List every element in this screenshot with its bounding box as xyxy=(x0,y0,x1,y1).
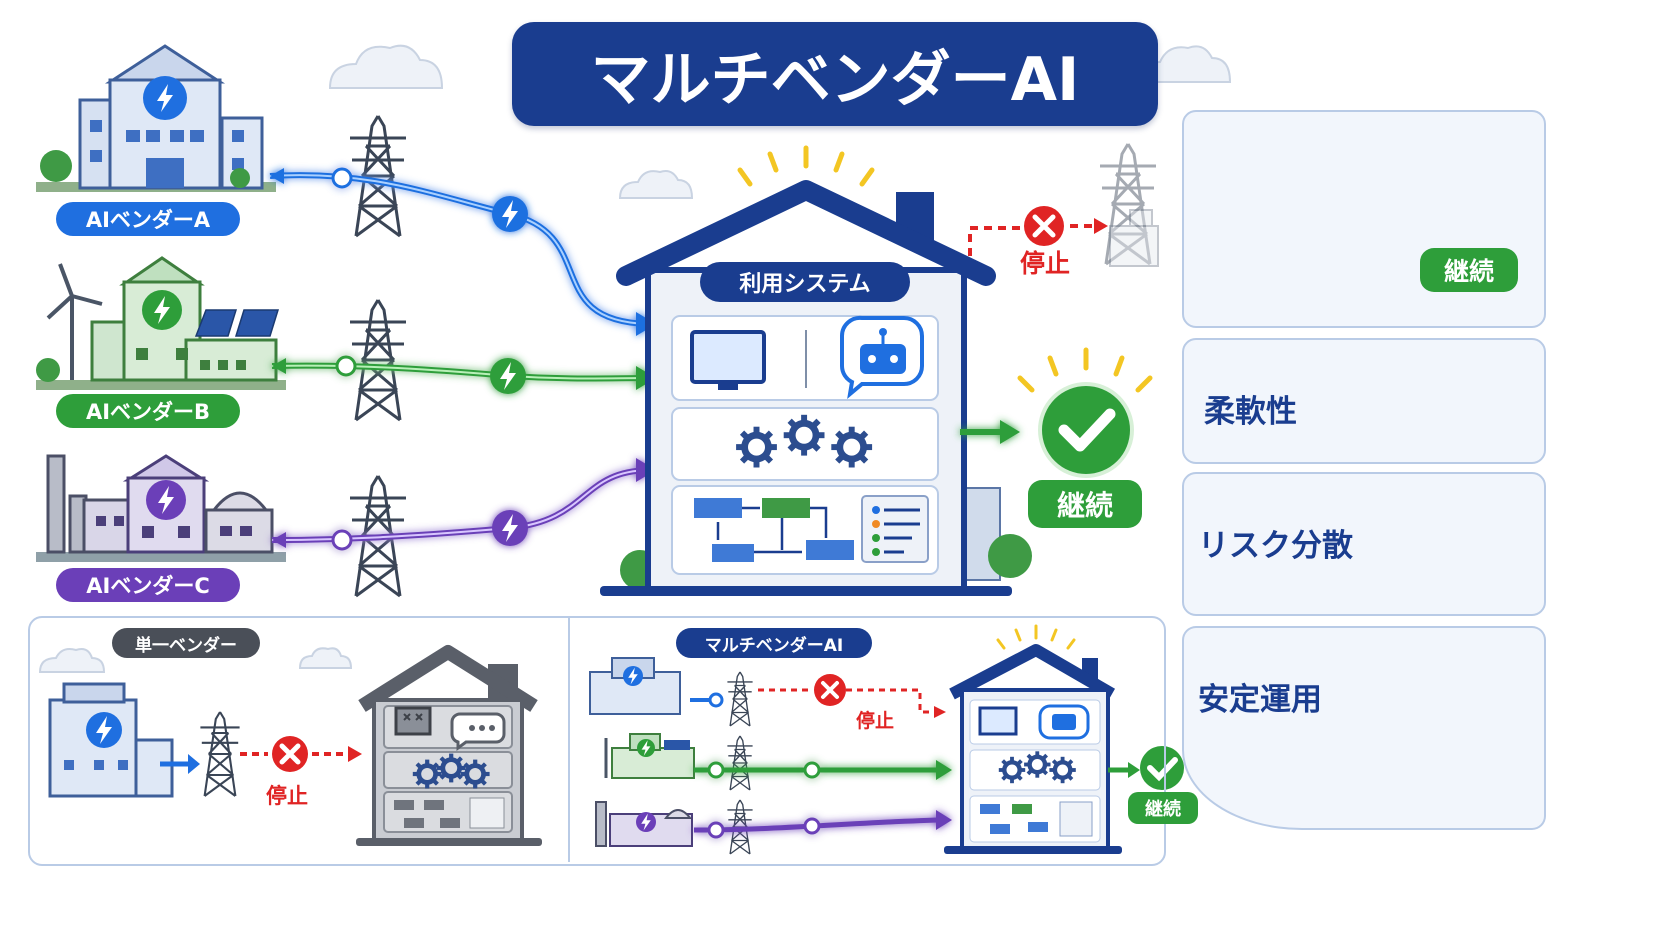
faded-building xyxy=(1109,209,1159,267)
robot-chat-icon xyxy=(839,315,924,399)
monitor-icon xyxy=(690,330,766,390)
power-flow-a xyxy=(269,167,656,336)
benefit-stability-panel xyxy=(1182,626,1546,830)
continue-label: 継続 xyxy=(1028,480,1142,528)
vendor-c-building xyxy=(36,454,286,562)
failover-panel xyxy=(1182,110,1546,328)
benefit-stability-label: 安定運用 xyxy=(1198,682,1322,718)
multi-stop-label: 停止 xyxy=(856,710,895,732)
checklist-icon xyxy=(861,495,929,563)
single-stop-label: 停止 xyxy=(266,784,308,808)
comparison-divider xyxy=(568,618,570,862)
failover-continue-label: 継続 xyxy=(1420,248,1518,292)
page-title: マルチベンダーAI xyxy=(512,22,1158,126)
comparison-frame xyxy=(28,616,1166,866)
multi-vendor-illustration xyxy=(589,624,1184,855)
benefit-flexibility-label: 柔軟性 xyxy=(1204,394,1297,430)
vendor-a-label: AIベンダーA xyxy=(56,202,240,236)
continue-flow xyxy=(960,420,1020,444)
vendor-b-label: AIベンダーB xyxy=(56,394,240,428)
stop-flow xyxy=(968,206,1108,256)
vendor-a-building xyxy=(36,44,276,192)
workflow-diagram-icon xyxy=(694,498,854,562)
system-house xyxy=(600,145,1032,596)
single-vendor-label: 単一ベンダー xyxy=(112,628,260,658)
tower-vendor-b xyxy=(348,298,408,422)
vendor-b-building xyxy=(36,256,286,390)
stop-label: 停止 xyxy=(1020,249,1071,278)
continue-check-icon xyxy=(1017,347,1153,478)
stop-x-icon xyxy=(1024,206,1064,246)
multi-vendor-label: マルチベンダーAI xyxy=(676,628,872,658)
single-vendor-illustration xyxy=(48,645,542,846)
multi-continue-label: 継続 xyxy=(1128,792,1198,824)
vendor-c-label: AIベンダーC xyxy=(56,568,240,602)
benefit-risk-label: リスク分散 xyxy=(1198,528,1353,564)
power-flow-b xyxy=(271,355,656,394)
system-label: 利用システム xyxy=(700,262,910,302)
power-flow-c xyxy=(271,458,656,551)
benefit-risk-panel xyxy=(1182,472,1546,616)
benefit-flexibility-panel xyxy=(1182,338,1546,464)
cloud-decoration xyxy=(38,44,1232,673)
